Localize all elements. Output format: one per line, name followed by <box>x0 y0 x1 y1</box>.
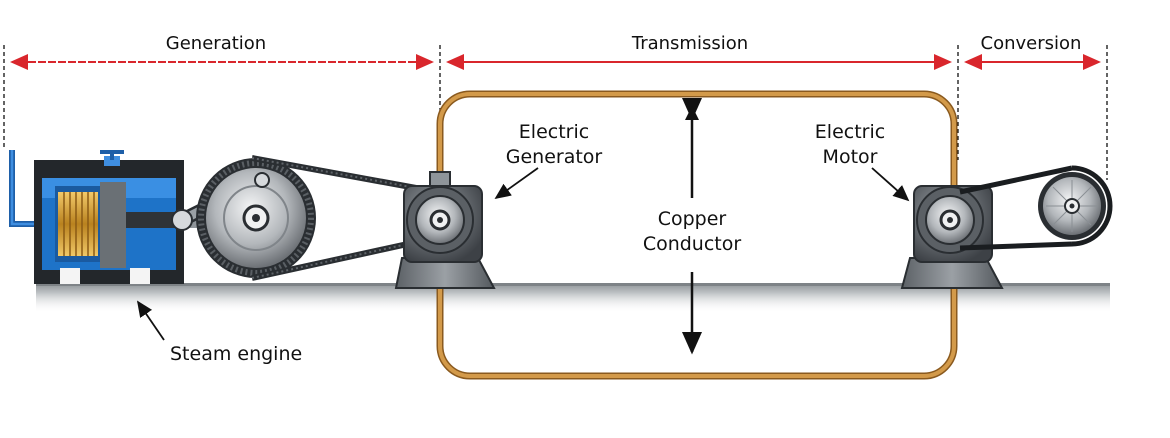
section-label-transmission: Transmission <box>631 33 749 54</box>
conductor-label-line1: Copper <box>657 208 727 230</box>
drive-belt-load <box>959 165 1113 251</box>
electric-generator <box>394 171 496 289</box>
load-pulley <box>1038 172 1106 240</box>
steam-engine <box>9 150 198 284</box>
motor-label-line2: Motor <box>822 146 878 168</box>
conductor-label-line2: Conductor <box>642 233 742 255</box>
generator-label-line2: Generator <box>505 146 603 168</box>
motor-label: Electric Motor <box>815 120 885 170</box>
electric-motor <box>900 185 1004 289</box>
generator-label-line1: Electric <box>518 121 590 143</box>
generator-label: Electric Generator <box>506 120 602 170</box>
callout-arrows <box>136 167 910 341</box>
section-label-generation: Generation <box>165 33 267 54</box>
section-label-conversion: Conversion <box>980 33 1082 54</box>
drive-belt-generator <box>251 155 439 281</box>
steam-engine-label: Steam engine <box>170 343 303 365</box>
conductor-span-arrow <box>682 98 702 355</box>
conductor-label: Copper Conductor <box>642 207 742 257</box>
motor-label-line1: Electric <box>814 121 886 143</box>
engine-flywheel <box>171 158 316 278</box>
